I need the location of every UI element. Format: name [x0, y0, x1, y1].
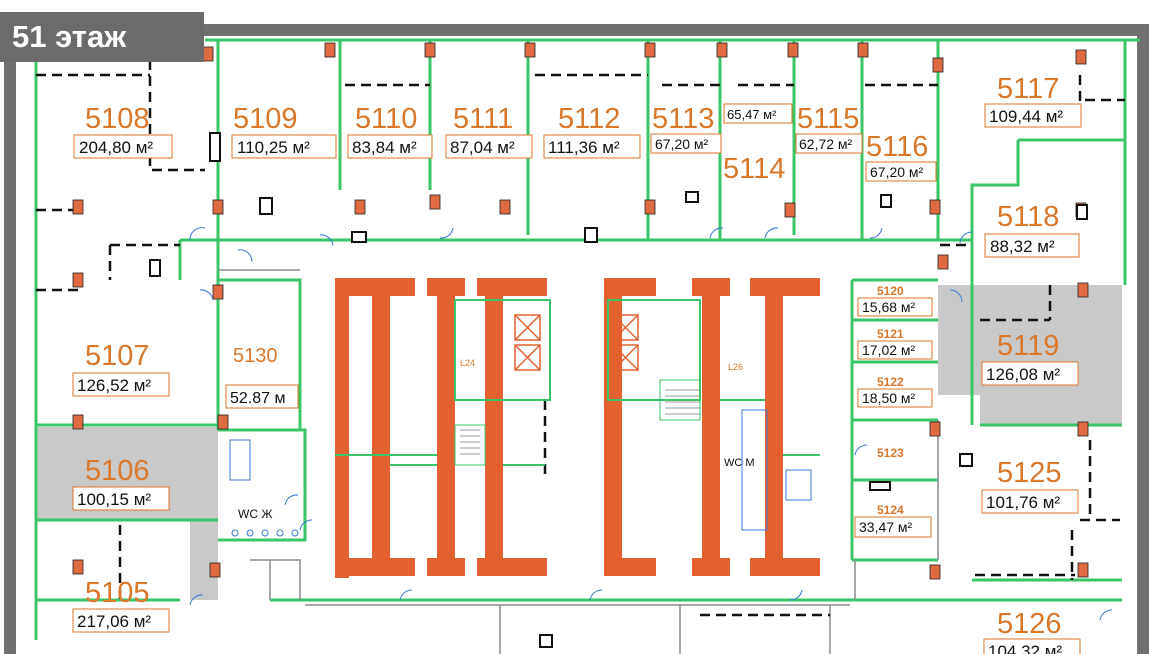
unit-area: 15,68 м² — [862, 299, 916, 315]
elevator-shafts — [514, 314, 639, 371]
unit-number: 5120 — [877, 284, 904, 298]
unit-number: 5115 — [797, 103, 859, 135]
unit-number: 5123 — [877, 446, 904, 460]
area-box: 110,25 м² — [231, 134, 337, 159]
unit-area: 62,72 м² — [799, 136, 853, 152]
area-box: 217,06 м² — [72, 608, 170, 633]
area-box: 33,47 м² — [854, 516, 932, 538]
interior-lines — [218, 269, 939, 654]
unit-area: 17,02 м² — [862, 342, 916, 358]
unit-area: 65,47 м² — [727, 107, 777, 122]
unit-number: 5124 — [877, 503, 904, 517]
unit-number: 5112 — [558, 103, 620, 135]
unit-area: 67,20 м² — [655, 136, 709, 152]
unit-number: 5109 — [233, 103, 298, 135]
unit-number: 5106 — [85, 455, 150, 487]
unit-area: 87,04 м² — [450, 138, 515, 157]
unit-area: 18,50 м² — [862, 390, 916, 406]
building-core — [335, 278, 820, 578]
restroom-labels: WC Ж WC М L24 L26 — [238, 358, 755, 521]
area-box: 109,44 м² — [984, 103, 1082, 128]
unit-number: 5107 — [85, 340, 150, 372]
unit-number: 5118 — [997, 201, 1059, 233]
area-box: 101,76 м² — [981, 489, 1079, 514]
unit-number: 5122 — [877, 375, 904, 389]
core-label: L24 — [460, 358, 475, 368]
outer-walls — [4, 24, 1149, 654]
area-box: 52.87 м — [225, 384, 299, 409]
unit-area: 33,47 м² — [859, 519, 913, 535]
area-box: 15,68 м² — [857, 297, 933, 317]
unit-area: 88,32 м² — [990, 237, 1055, 256]
unit-number: 5125 — [997, 457, 1062, 489]
unit-area: 52.87 м — [230, 390, 285, 407]
area-box: 204,80 м² — [73, 134, 173, 159]
unit-area: 204,80 м² — [79, 138, 153, 157]
area-box: 83,84 м² — [347, 134, 433, 159]
unit-area: 111,36 м² — [548, 138, 620, 157]
unit-area: 83,84 м² — [352, 138, 417, 157]
restroom-label-women: WC Ж — [238, 507, 272, 521]
unit-area: 101,76 м² — [986, 493, 1060, 512]
service-shafts — [149, 132, 1088, 648]
area-box: 87,04 м² — [445, 134, 533, 159]
columns — [72, 42, 1089, 580]
unit-area: 126,52 м² — [77, 376, 151, 395]
dashed-partitions — [36, 60, 1125, 617]
unit-area: 104,32 м² — [988, 642, 1062, 654]
area-box: 65,47 м² — [723, 103, 793, 124]
unit-number: 5113 — [652, 103, 714, 135]
area-box: 126,52 м² — [72, 372, 170, 397]
area-box: 100,15 м² — [72, 486, 170, 511]
unit-number: 5116 — [866, 131, 928, 163]
unit-number: 5121 — [877, 327, 904, 341]
unit-area: 126,08 м² — [986, 365, 1060, 384]
unit-number: 5119 — [997, 330, 1059, 362]
area-box: 67,20 м² — [865, 161, 937, 182]
area-box: 111,36 м² — [543, 134, 641, 159]
area-box: 104,32 м² — [983, 638, 1081, 654]
restroom-fixtures — [229, 409, 812, 537]
unit-number: 5110 — [355, 103, 417, 135]
area-box: 88,32 м² — [984, 233, 1080, 258]
unit-number: 5130 — [233, 345, 278, 367]
unit-number: 5126 — [997, 608, 1062, 640]
floor-label: 51 этаж — [0, 12, 204, 62]
area-box: 67,20 м² — [650, 133, 722, 154]
stair-flights — [454, 379, 701, 466]
restroom-label-men: WC М — [724, 457, 755, 469]
green-partitions — [34, 38, 1140, 640]
core-label: L26 — [728, 362, 743, 372]
unit-area: 110,25 м² — [237, 138, 310, 157]
door-swings — [189, 227, 1113, 621]
unit-area-boxes: 204,80 м² 110,25 м² 83,84 м² 87,04 м² 11… — [72, 103, 1082, 654]
unit-number: 5114 — [723, 153, 785, 185]
area-box: 126,08 м² — [981, 361, 1079, 386]
area-box: 62,72 м² — [795, 133, 863, 154]
unit-area: 109,44 м² — [989, 107, 1063, 126]
unit-area: 67,20 м² — [870, 164, 924, 180]
highlighted-units — [36, 285, 1122, 600]
unit-number: 5117 — [997, 73, 1059, 105]
area-box: 17,02 м² — [857, 340, 933, 360]
unit-number: 5111 — [453, 103, 513, 135]
unit-number: 5105 — [85, 577, 150, 609]
unit-number: 5108 — [85, 103, 150, 135]
unit-area: 100,15 м² — [77, 490, 151, 509]
unit-labels: 5108 5109 5110 5111 5112 5113 5114 5115 … — [85, 73, 1062, 640]
unit-area: 217,06 м² — [77, 612, 151, 631]
area-box: 18,50 м² — [857, 388, 933, 408]
